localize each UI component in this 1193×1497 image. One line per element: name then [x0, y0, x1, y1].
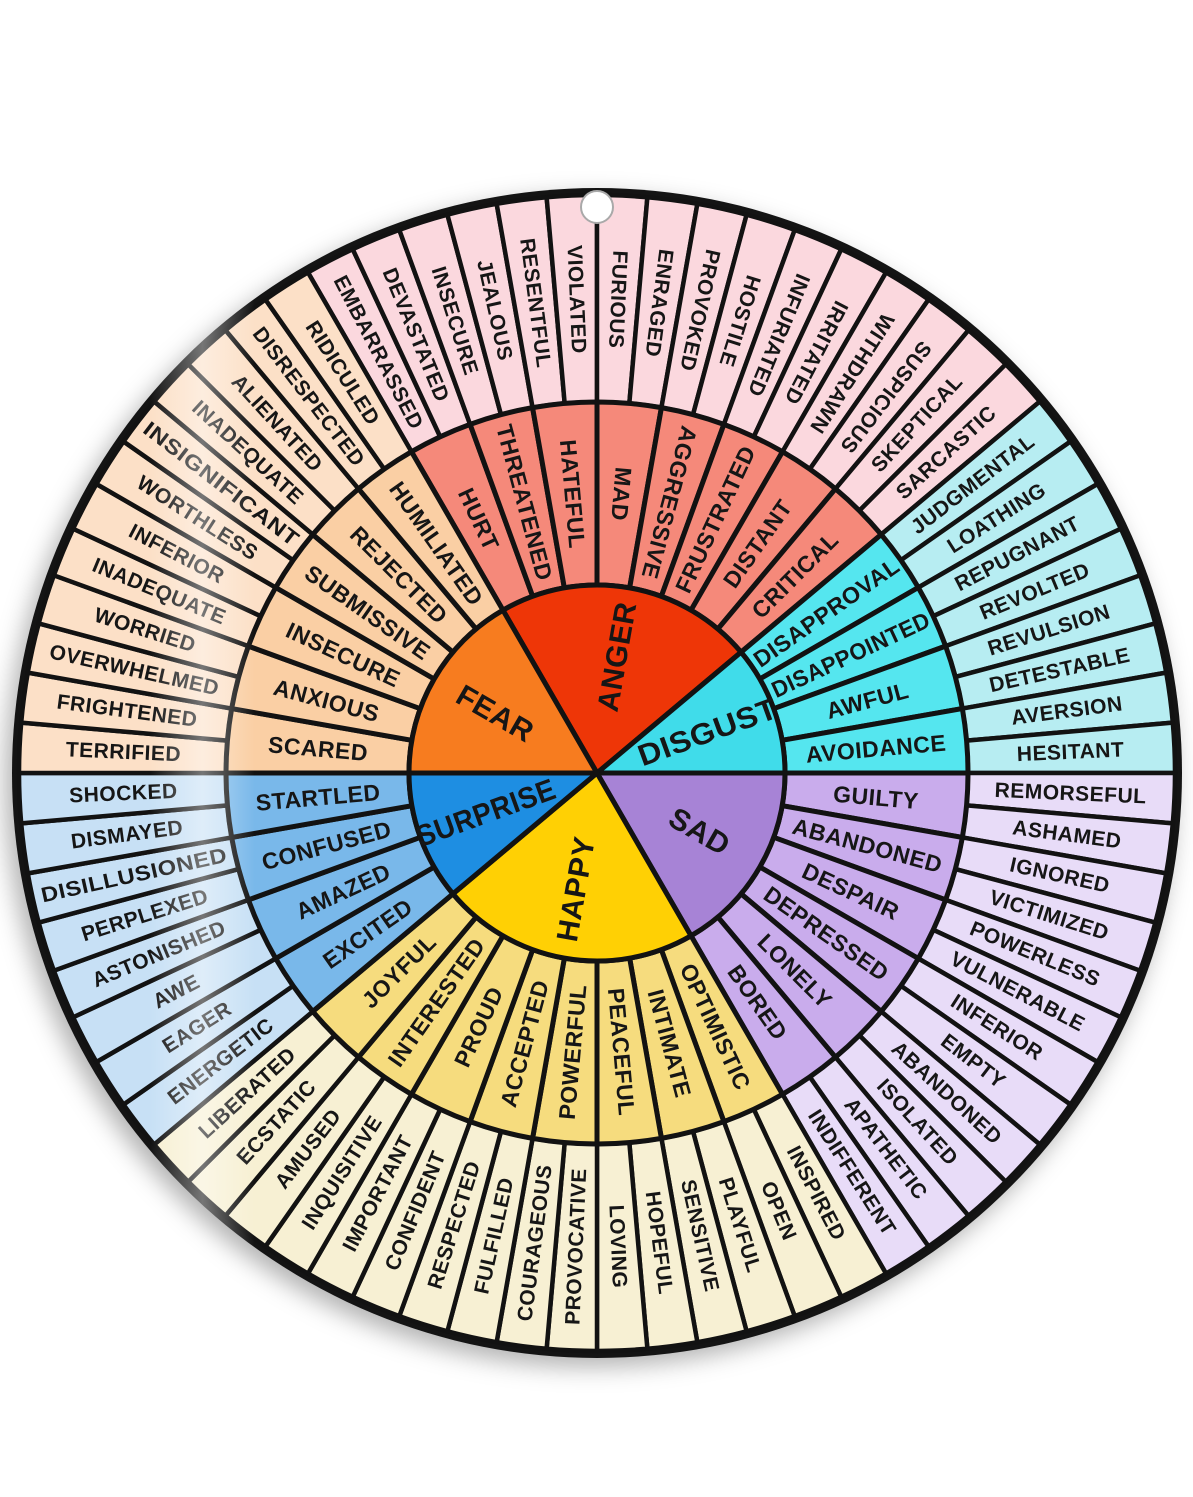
glare-reflection	[150, 188, 255, 1358]
middle-label-mad: MAD	[606, 466, 637, 522]
wheel-disc: EMBARRASSEDDEVASTATEDINSECUREJEALOUSRESE…	[12, 188, 1182, 1358]
sector-anger: EMBARRASSEDDEVASTATEDINSECUREJEALOUSRESE…	[305, 192, 1043, 776]
outer-label-hesitant: HESITANT	[1016, 738, 1124, 766]
outer-label-loving: LOVING	[604, 1204, 631, 1288]
core-wedge-surprise	[406, 770, 600, 897]
outer-label-furious: FURIOUS	[604, 250, 631, 349]
outer-label-violated: VIOLATED	[562, 245, 590, 355]
core-wedge-sad	[594, 770, 788, 939]
sector-happy: INSPIREDOPENPLAYFULSENSITIVEHOPEFULLOVIN…	[151, 770, 889, 1354]
core-wedge-anger	[500, 582, 744, 776]
core-wedge-fear	[406, 607, 600, 776]
sector-sad: REMORSEFULASHAMEDIGNOREDVICTIMIZEDPOWERL…	[594, 770, 1178, 1276]
sector-disgust: JUDGMENTALLOATHINGREPUGNANTREVOLTEDREVUL…	[594, 399, 1178, 776]
core-wedge-happy	[450, 770, 694, 964]
core-wedge-disgust	[594, 649, 788, 776]
hanging-hole	[580, 190, 614, 224]
